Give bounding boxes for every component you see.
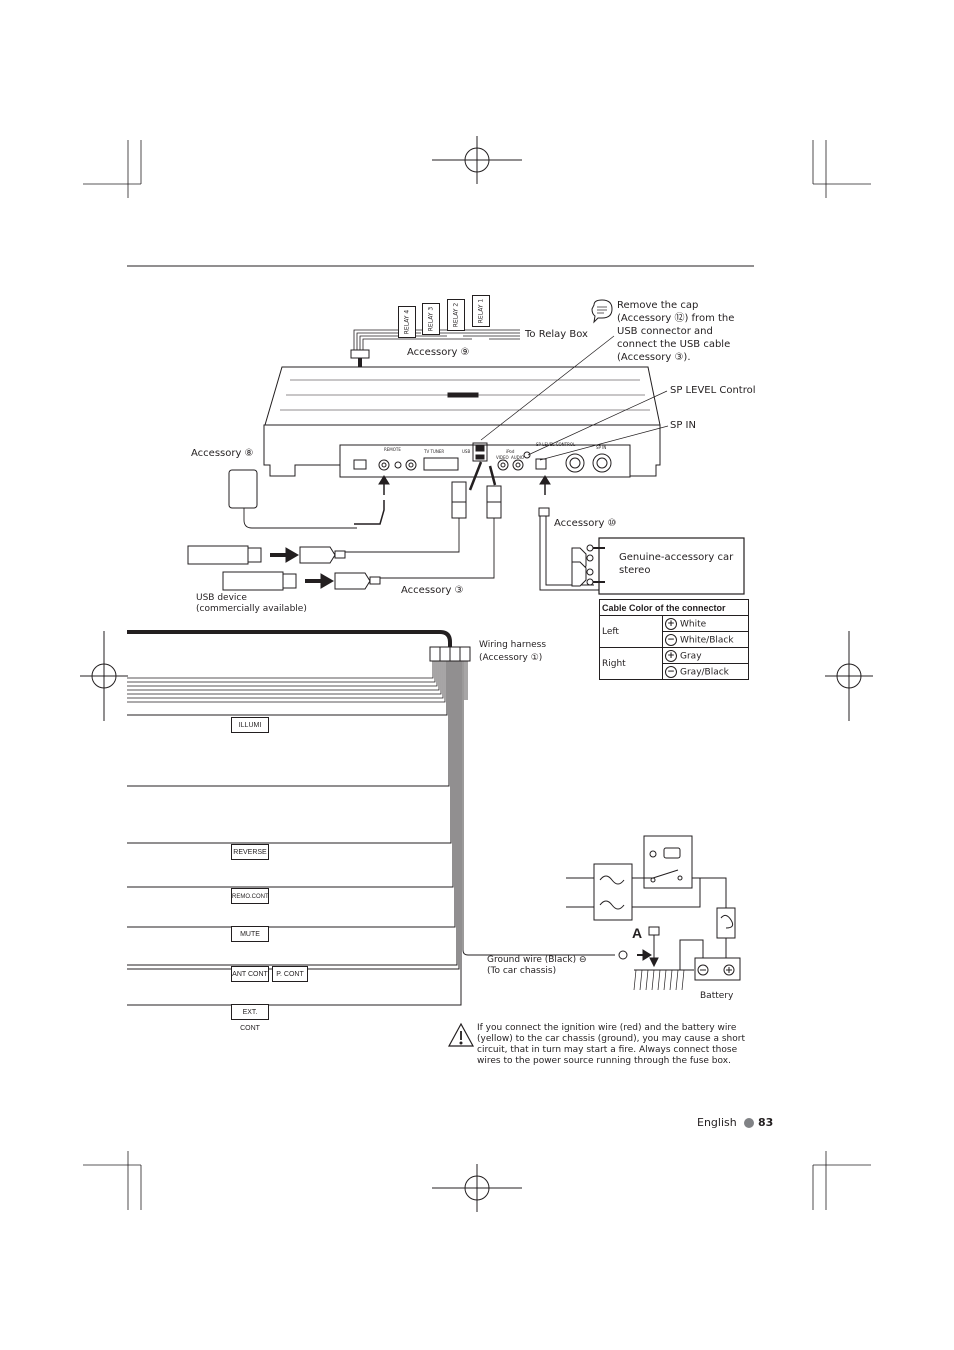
minus-icon: − [665, 633, 677, 646]
relay-box-2: RELAY 2 [447, 299, 465, 331]
minus-icon: − [665, 665, 677, 678]
cable-table-header: Cable Color of the connector [599, 599, 749, 616]
wire-label-ext-cont: EXT. CONT [231, 1004, 269, 1032]
panel-label-ipod: iPod [506, 449, 515, 454]
panel-label-usb: USB [462, 449, 471, 454]
registration-mark-top [432, 136, 522, 184]
cable-color-value: White [680, 619, 707, 629]
battery-label: Battery [700, 991, 734, 1001]
cable-color-value: Gray [680, 651, 702, 661]
ground-wire-label: Ground wire (Black) ⊖ [487, 955, 587, 965]
warning-text: If you connect the ignition wire (red) a… [477, 1023, 745, 1066]
panel-label-tv-tuner: TV TUNER [424, 449, 445, 454]
accessory-9-label: Accessory ⑨ [407, 347, 470, 358]
wire-label-p-cont: P. CONT [272, 966, 308, 982]
usb-device-label: USB device [196, 593, 247, 603]
footer-language: English [697, 1116, 737, 1129]
cable-side-right: Right [599, 647, 663, 680]
wiring-harness [127, 630, 615, 1006]
warning-icon [447, 1022, 475, 1047]
cable-color-value: White/Black [680, 635, 734, 645]
main-unit [263, 366, 661, 478]
sp-in-label: SP IN [670, 420, 696, 431]
genuine-stereo-label: Genuine-accessory car stereo [619, 552, 734, 576]
panel-label-video: VIDEO [496, 455, 509, 460]
usb-device-sub-label: (commercially available) [196, 604, 307, 614]
page-number: 83 [758, 1116, 774, 1129]
panel-label-sp-level: SP LEVEL CONTROL [536, 442, 576, 447]
accessory-10-label: Accessory ⑩ [554, 518, 617, 529]
wire-label-remo-cont: REMO.CONT [231, 888, 269, 904]
marker-a: A [632, 925, 643, 941]
registration-mark-bottom [432, 1164, 522, 1212]
cable-left-plus: +White [662, 615, 749, 632]
accessory-3-label: Accessory ③ [401, 585, 464, 596]
cable-right-plus: +Gray [662, 647, 749, 664]
registration-mark-left [80, 631, 128, 721]
wire-label-reverse: REVERSE [231, 844, 269, 860]
note-icon [591, 299, 613, 324]
leader-lines [480, 335, 669, 461]
plus-icon: + [665, 649, 677, 662]
usb-cap-note: Remove the cap (Accessory ⑫) from the US… [617, 300, 735, 363]
relay-box-3: RELAY 3 [422, 303, 440, 335]
wire-label-illumi: ILLUMI [231, 717, 269, 733]
cable-right-minus: −Gray/Black [662, 663, 749, 680]
relay-box-4: RELAY 4 [398, 306, 416, 338]
plus-icon: + [665, 617, 677, 630]
relay-box-1: RELAY 1 [472, 295, 490, 327]
ground-wire-sub-label: (To car chassis) [487, 966, 557, 976]
wire-label-ant-cont: ANT CONT [231, 966, 269, 982]
to-relay-box-label: To Relay Box [525, 329, 588, 340]
sp-level-control-label: SP LEVEL Control [670, 385, 756, 396]
wiring-harness-label: Wiring harness [479, 640, 547, 650]
accessory-8-label: Accessory ⑧ [191, 448, 254, 459]
panel-label-remote: REMOTE [384, 447, 401, 452]
cable-color-table: Cable Color of the connector Left +White… [599, 599, 749, 680]
panel-label-audio: AUDIO [511, 455, 525, 460]
wiring-harness-sub-label: (Accessory ①) [479, 653, 543, 663]
cable-side-left: Left [599, 615, 663, 648]
crop-marks [83, 140, 871, 1210]
registration-mark-right [825, 631, 873, 721]
wire-label-mute: MUTE [231, 926, 269, 942]
cable-color-value: Gray/Black [680, 667, 729, 677]
cable-left-minus: −White/Black [662, 631, 749, 648]
panel-label-sp-in: SP IN [596, 445, 607, 450]
